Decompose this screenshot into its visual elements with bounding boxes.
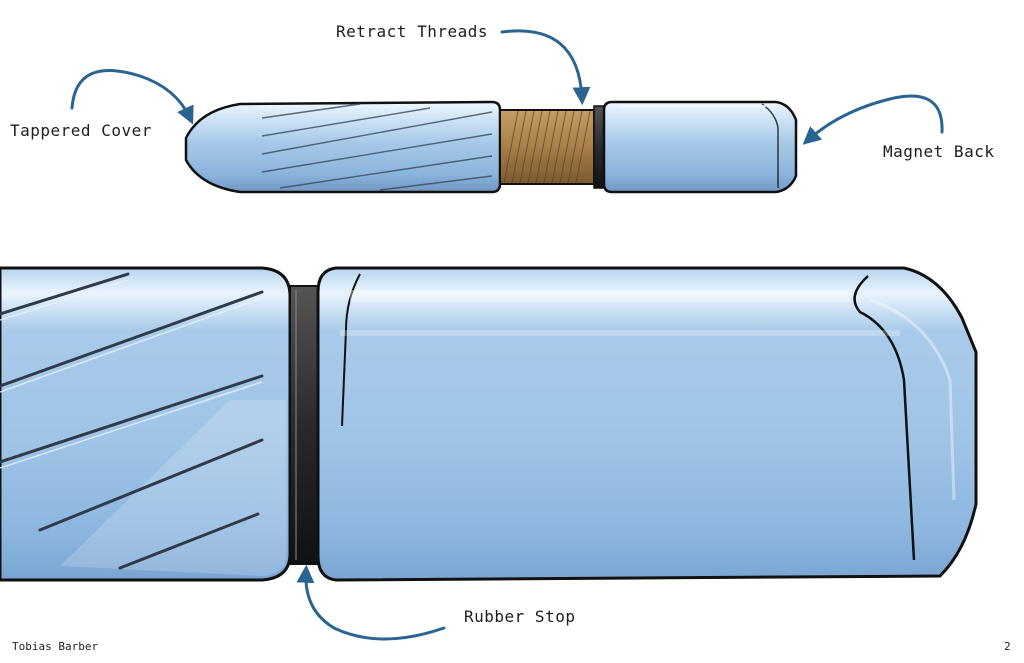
small-rubber-stop-shape bbox=[593, 105, 605, 189]
page-number: 2 bbox=[1004, 640, 1011, 653]
closeup-grooves bbox=[0, 272, 264, 570]
arrow-magnet-back bbox=[802, 94, 944, 145]
label-retract-threads: Retract Threads bbox=[336, 22, 488, 41]
pen-closeup bbox=[0, 266, 978, 582]
callout-arrows bbox=[70, 29, 944, 641]
rubber-stop-shape bbox=[289, 285, 319, 565]
closeup-magnet-shape bbox=[316, 266, 978, 582]
thread-lines bbox=[503, 110, 591, 184]
arrow-retract-threads bbox=[500, 29, 591, 106]
arrow-rubber-stop bbox=[296, 564, 446, 641]
arrow-tappered-cover bbox=[70, 68, 194, 125]
pen-overview bbox=[184, 100, 798, 194]
cover-grooves bbox=[261, 103, 493, 191]
label-rubber-stop: Rubber Stop bbox=[464, 607, 576, 626]
magnet-back-shape bbox=[602, 100, 798, 194]
label-tappered-cover: Tappered Cover bbox=[10, 121, 152, 140]
label-magnet-back: Magnet Back bbox=[883, 142, 995, 161]
footer-author: Tobias Barber bbox=[12, 640, 99, 653]
